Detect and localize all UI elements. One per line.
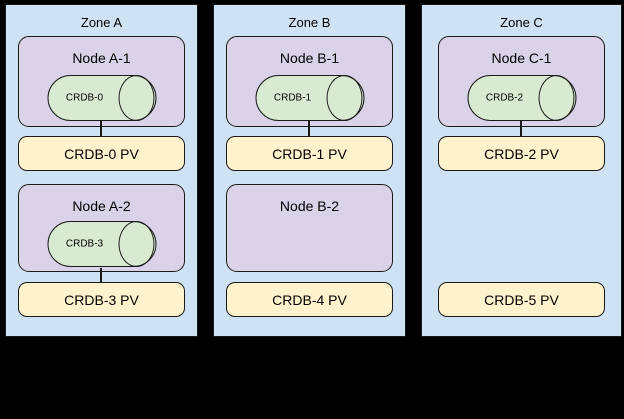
crdb-cylinder-icon: CRDB-0 <box>47 75 156 121</box>
pv-box: CRDB-3 PV <box>18 282 185 317</box>
cylinder-cap-icon <box>118 75 154 121</box>
crdb-cylinder-icon: CRDB-1 <box>255 75 364 121</box>
connector-line <box>520 121 522 137</box>
cylinder-cap-icon <box>326 75 362 121</box>
cylinder-label: CRDB-3 <box>65 238 104 250</box>
connector-line <box>100 121 102 137</box>
cylinder-cap-icon <box>538 75 574 121</box>
zone-title: Zone C <box>500 15 543 30</box>
node-box-c1: Node C-1 CRDB-2 <box>438 36 605 127</box>
cylinder-label: CRDB-2 <box>485 92 524 104</box>
cylinder-cap-icon <box>118 221 154 267</box>
cylinder-label: CRDB-0 <box>65 92 104 104</box>
zone-b-container: Zone B Node B-1 CRDB-1 CRDB-1 PV Node B-… <box>213 4 406 337</box>
connector-line <box>100 268 102 283</box>
zone-a-container: Zone A Node A-1 CRDB-0 CRDB-0 PV Node A-… <box>5 4 198 337</box>
pv-box: CRDB-2 PV <box>438 136 605 171</box>
crdb-cylinder-icon: CRDB-2 <box>467 75 576 121</box>
node-title: Node C-1 <box>491 50 552 66</box>
pv-box: CRDB-4 PV <box>226 282 393 317</box>
zone-title: Zone A <box>80 15 123 30</box>
pv-label: CRDB-0 PV <box>64 145 139 162</box>
pv-box: CRDB-0 PV <box>18 136 185 171</box>
node-box-a2: Node A-2 CRDB-3 <box>18 184 185 272</box>
connector-line <box>308 121 310 137</box>
pv-box: CRDB-5 PV <box>438 282 605 317</box>
pv-label: CRDB-5 PV <box>484 291 559 308</box>
crdb-cylinder-icon: CRDB-3 <box>47 221 156 267</box>
pv-label: CRDB-4 PV <box>272 291 347 308</box>
cylinder-label: CRDB-1 <box>273 92 312 104</box>
node-title: Node B-2 <box>279 198 340 214</box>
pv-label: CRDB-2 PV <box>484 145 559 162</box>
node-title: Node A-1 <box>72 50 131 66</box>
zone-title: Zone B <box>288 15 331 30</box>
pv-label: CRDB-1 PV <box>272 145 347 162</box>
node-box-a1: Node A-1 CRDB-0 <box>18 36 185 127</box>
node-box-b2: Node B-2 <box>226 184 393 272</box>
node-title: Node B-1 <box>279 50 340 66</box>
node-title: Node A-2 <box>72 198 131 214</box>
pv-box: CRDB-1 PV <box>226 136 393 171</box>
zone-c-container: Zone C Node C-1 CRDB-2 CRDB-2 PV CRDB-5 … <box>421 4 622 337</box>
node-box-b1: Node B-1 CRDB-1 <box>226 36 393 127</box>
pv-label: CRDB-3 PV <box>64 291 139 308</box>
